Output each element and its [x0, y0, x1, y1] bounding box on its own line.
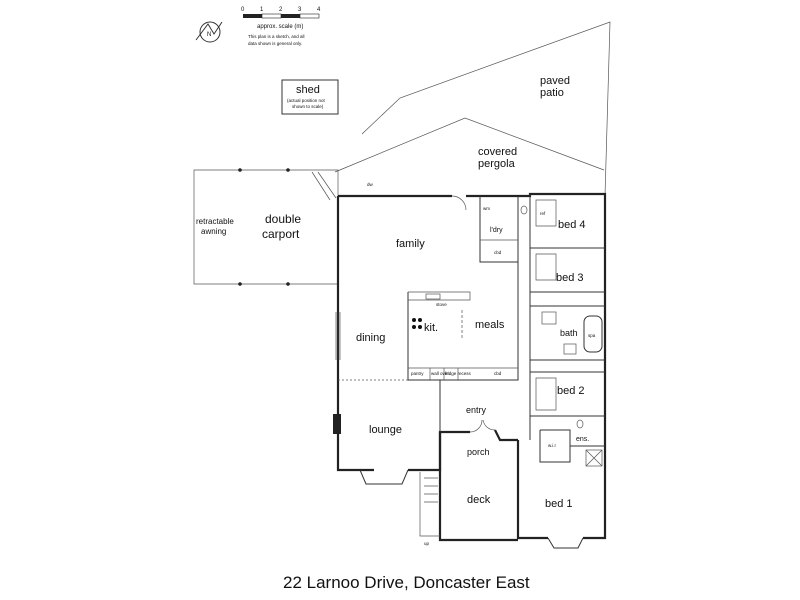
room-dining: dining [356, 332, 385, 344]
room-bed2: bed 2 [557, 385, 585, 397]
room-family: family [396, 238, 425, 250]
fixture-up: up [424, 541, 430, 546]
room-meals: meals [475, 319, 505, 331]
double-carport-1: double [265, 212, 301, 226]
compass-icon: N [195, 21, 223, 43]
shed-label: shed [296, 84, 320, 96]
covered-pergola-1: covered [478, 146, 517, 158]
room-lounge: lounge [369, 424, 402, 436]
scale-bar: 0 1 2 3 4 approx. scale (m) This plan is… [241, 7, 321, 46]
fixture-wm: wm [483, 206, 490, 211]
covered-pergola-2: pergola [478, 158, 516, 170]
room-kitchen: kit. [424, 322, 438, 334]
scale-tick-1: 1 [260, 7, 264, 13]
house-walls [333, 192, 607, 549]
shed-note-1: (actual position not [287, 98, 326, 103]
shed: shed (actual position not shown to scale… [281, 79, 339, 115]
fixture-wall-oven: wall oven [431, 371, 450, 376]
retractable-awning-2: awning [201, 227, 226, 236]
retractable-awning-1: retractable [196, 217, 234, 226]
fixture-fridge-recess: fridge recess [445, 371, 472, 376]
fixture-cbd-kitchen: cbd [494, 371, 502, 376]
scale-tick-0: 0 [241, 7, 245, 13]
scale-tick-4: 4 [317, 7, 321, 13]
double-carport-2: carport [262, 227, 300, 241]
scale-tick-2: 2 [279, 7, 283, 13]
address-caption: 22 Larnoo Drive, Doncaster East [283, 573, 530, 592]
fixture-cbd-laundry: cbd [494, 250, 502, 255]
interior-walls [338, 194, 605, 537]
scale-disclaimer-1: This plan is a sketch, and all [248, 34, 305, 39]
room-ensuite: ens. [576, 436, 589, 443]
shed-note-2: shown to scale) [292, 104, 324, 109]
room-wir: w.i.r [548, 443, 557, 448]
outdoor-boundaries [311, 21, 611, 201]
scale-disclaimer-2: data shown is general only. [248, 41, 302, 46]
fixture-spa: spa [588, 333, 596, 338]
room-porch: porch [467, 447, 490, 457]
room-laundry: l'dry [490, 227, 503, 234]
fixture-pantry: pantry [411, 371, 424, 376]
scale-label: approx. scale (m) [257, 24, 303, 30]
compass-label: N [207, 32, 211, 38]
carport [193, 168, 339, 286]
room-bed3: bed 3 [556, 272, 584, 284]
fixture-ref: ref [540, 211, 546, 216]
paved-patio-1: paved [540, 75, 570, 87]
room-bed4: bed 4 [558, 219, 586, 231]
room-entry: entry [466, 405, 487, 415]
fixture-stove: stove [436, 302, 447, 307]
fixture-dw: dw [367, 182, 374, 187]
fixtures [412, 195, 603, 467]
room-deck: deck [467, 494, 491, 506]
room-bed1: bed 1 [545, 498, 573, 510]
scale-tick-3: 3 [298, 7, 302, 13]
room-bath: bath [560, 328, 578, 338]
paved-patio-2: patio [540, 87, 564, 99]
